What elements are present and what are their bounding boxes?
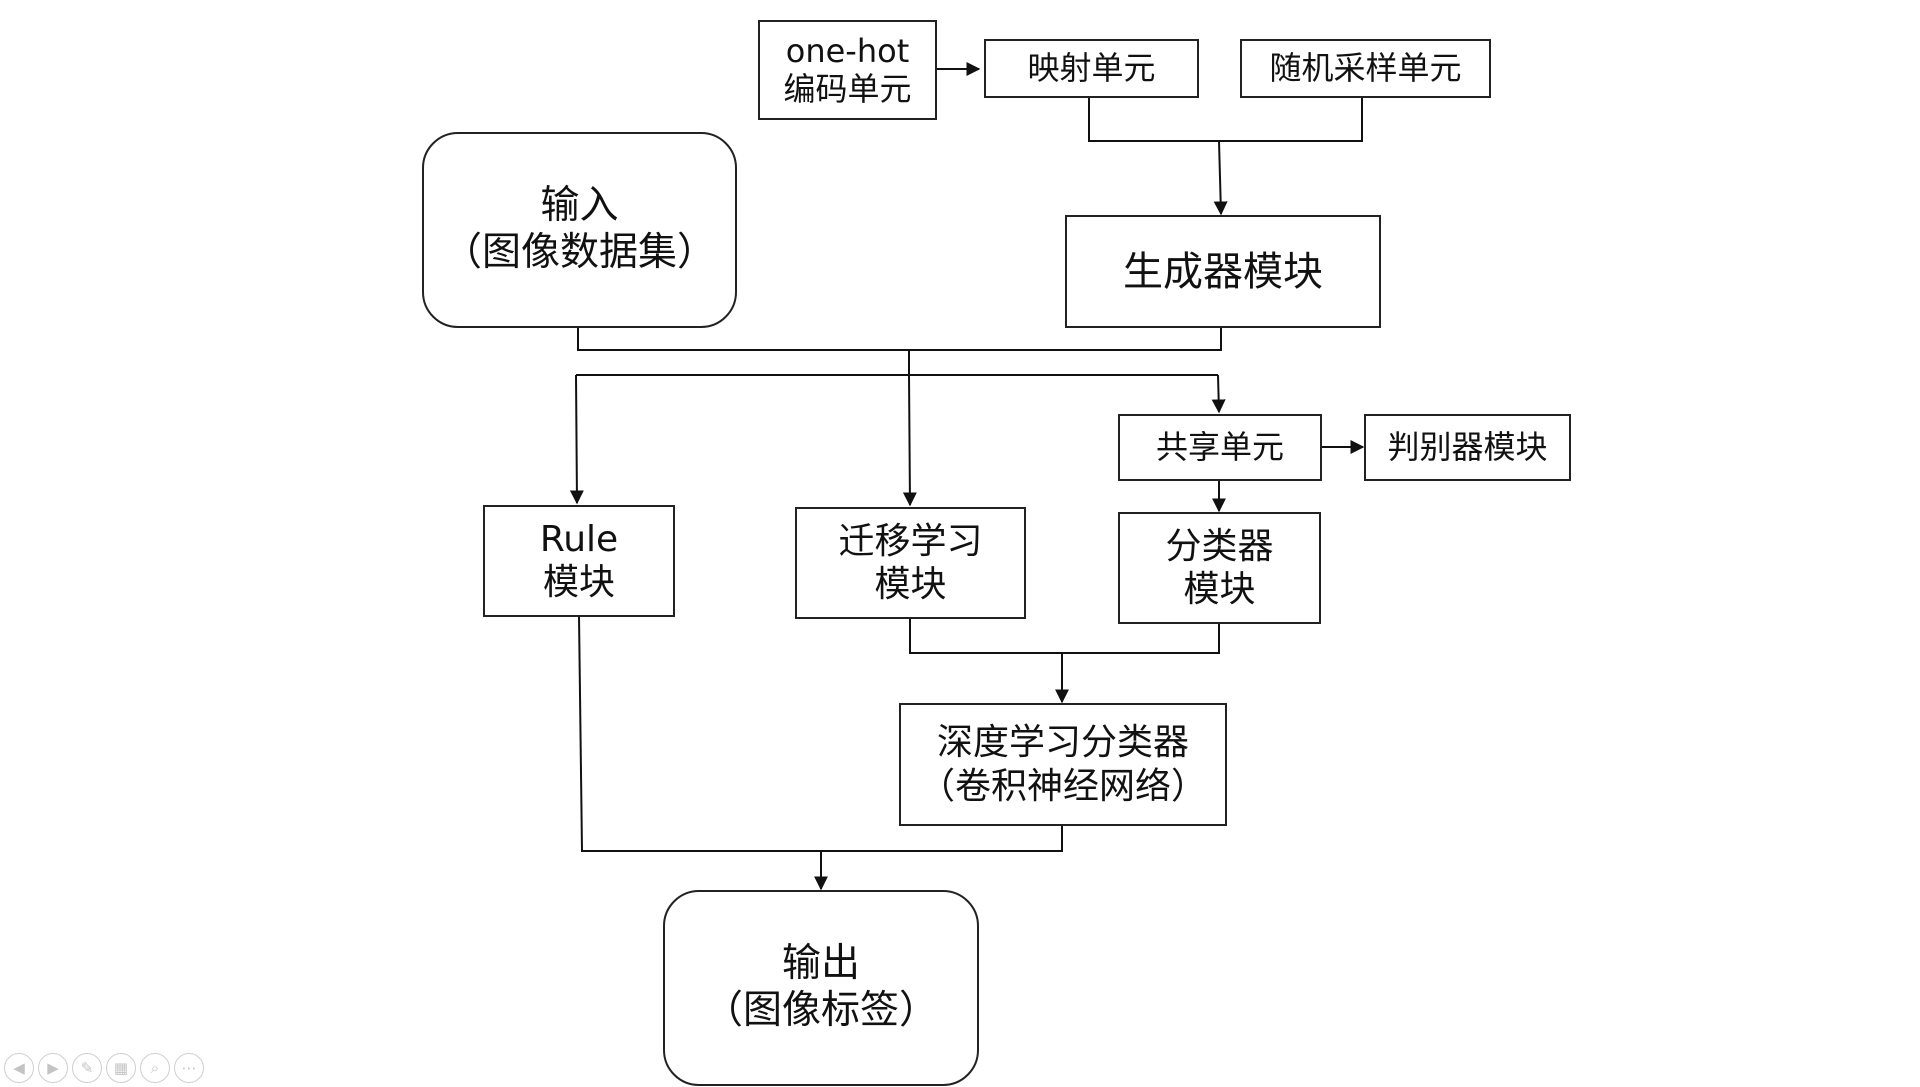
zoom-icon[interactable]: ⌕ <box>140 1053 170 1083</box>
classifier-line-1: 分类器 <box>1165 525 1274 567</box>
onehot-line-2: 编码单元 <box>783 70 912 108</box>
input-dataset-box: 输入（图像数据集） <box>422 132 737 328</box>
more-options-icon[interactable]: ⋯ <box>174 1053 204 1083</box>
shared-unit-box: 共享单元 <box>1118 414 1322 481</box>
transfer-learning-module-label: 迁移学习模块 <box>838 520 982 606</box>
transfer-line-1: 迁移学习 <box>838 520 983 562</box>
input-dataset-label: 输入（图像数据集） <box>443 183 716 277</box>
onehot-line-1: one-hot <box>785 31 910 70</box>
output-line-2: （图像标签） <box>703 988 938 1033</box>
arrow-to-rule <box>569 374 584 505</box>
pen-icon[interactable]: ✎ <box>72 1053 102 1083</box>
output-labels-box: 输出（图像标签） <box>663 890 979 1086</box>
random-sampling-line-1: 随机采样单元 <box>1269 49 1462 88</box>
generator-module-box: 生成器模块 <box>1065 215 1381 328</box>
random-sampling-unit-box: 随机采样单元 <box>1240 39 1491 98</box>
generator-module-label: 生成器模块 <box>1123 248 1323 296</box>
output-line-1: 输出 <box>781 941 860 987</box>
arrow-to-generator <box>1213 140 1228 216</box>
generator-line-1: 生成器模块 <box>1123 248 1323 295</box>
classifier-module-box: 分类器模块 <box>1118 512 1321 624</box>
mapping-unit-label: 映射单元 <box>1027 49 1155 87</box>
transfer-learning-module-box: 迁移学习模块 <box>795 507 1026 619</box>
shared-unit-label: 共享单元 <box>1156 428 1284 466</box>
transfer-line-2: 模块 <box>874 564 947 605</box>
deep-classifier-line-2: （卷积神经网络） <box>918 765 1207 807</box>
discriminator-module-label: 判别器模块 <box>1387 428 1547 466</box>
deep-learning-classifier-box: 深度学习分类器（卷积神经网络） <box>899 703 1227 826</box>
shared-line-1: 共享单元 <box>1155 428 1284 467</box>
discriminator-module-box: 判别器模块 <box>1364 414 1571 481</box>
slides-grid-icon[interactable]: ▦ <box>106 1053 136 1083</box>
next-slide-icon[interactable]: ▶ <box>38 1053 68 1083</box>
deep-learning-classifier-label: 深度学习分类器（卷积神经网络） <box>919 721 1207 807</box>
random-sampling-unit-label: 随机采样单元 <box>1269 49 1461 87</box>
connector-mapping-random-merge <box>1088 98 1363 142</box>
rule-line-1: Rule <box>539 518 619 560</box>
classifier-line-2: 模块 <box>1183 569 1256 610</box>
deep-classifier-line-1: 深度学习分类器 <box>936 722 1189 764</box>
classifier-module-label: 分类器模块 <box>1165 525 1273 611</box>
arrow-to-transfer <box>902 374 917 507</box>
previous-slide-icon[interactable]: ◀ <box>4 1053 34 1083</box>
discriminator-line-1: 判别器模块 <box>1387 428 1548 467</box>
input-line-2: （图像数据集） <box>442 230 716 275</box>
output-labels-label: 输出（图像标签） <box>704 941 938 1035</box>
rule-line-2: 模块 <box>542 562 615 603</box>
arrow-to-shared <box>1211 374 1226 414</box>
input-line-1: 输入 <box>540 183 619 229</box>
slideshow-toolbar: ◀ ▶ ✎ ▦ ⌕ ⋯ <box>4 1053 204 1087</box>
mapping-line-1: 映射单元 <box>1027 49 1156 88</box>
connector-transfer-classifier-merge <box>909 618 1220 654</box>
mapping-unit-box: 映射单元 <box>984 39 1199 98</box>
connector-input-generator-merge <box>577 326 1222 351</box>
